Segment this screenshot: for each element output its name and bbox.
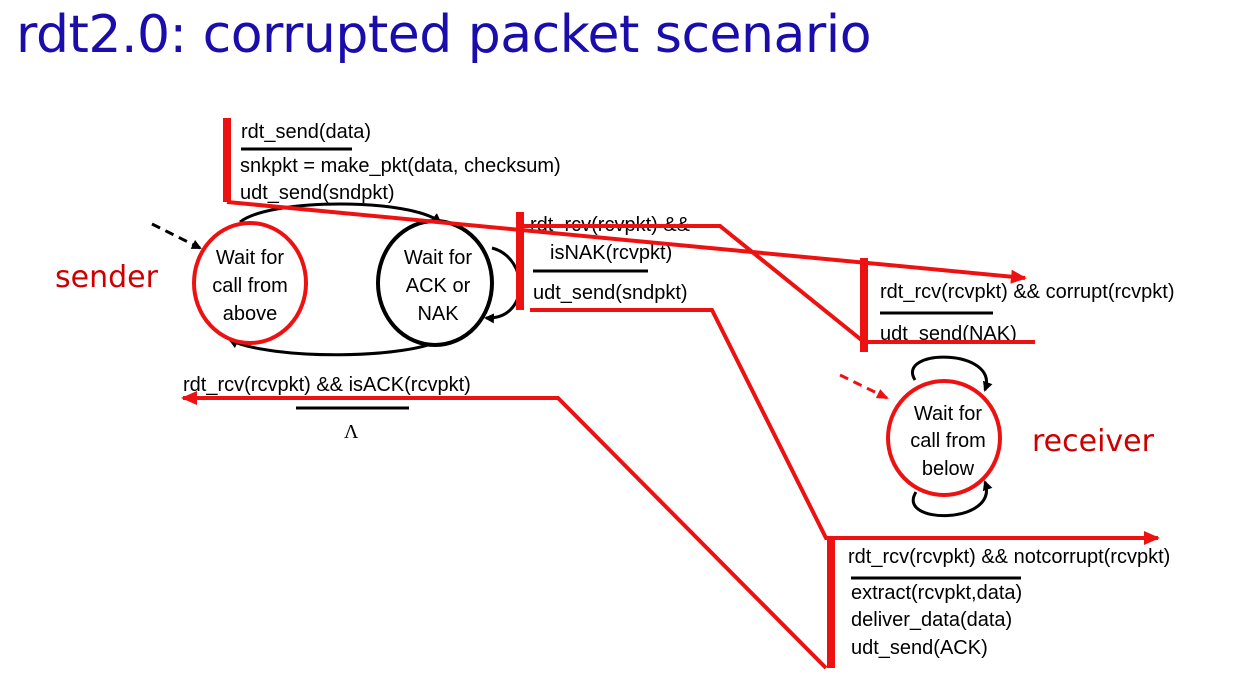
transition-action: udt_send(sndpkt) xyxy=(240,182,395,204)
transition-action: udt_send(ACK) xyxy=(851,637,988,659)
transition-send: rdt_send(data) snkpkt = make_pkt(data, c… xyxy=(240,121,561,204)
highlight-path-ack xyxy=(181,391,828,670)
role-label-sender: sender xyxy=(55,260,159,295)
transition-event: rdt_rcv(rcvpkt) && corrupt(rcvpkt) xyxy=(880,281,1174,303)
slide-title: rdt2.0: corrupted packet scenario xyxy=(16,5,872,65)
state-wait-call-above: Wait for call from above xyxy=(192,221,308,345)
transition-action: extract(rcvpkt,data) xyxy=(851,582,1022,604)
transition-action: udt_send(sndpkt) xyxy=(533,282,688,304)
transition-event: rdt_rcv(rcvpkt) && isACK(rcvpkt) xyxy=(183,374,471,396)
state-line: above xyxy=(223,303,278,325)
state-line: call from xyxy=(212,275,288,297)
role-label-receiver: receiver xyxy=(1032,424,1155,459)
transition-loop-notcorrupt xyxy=(911,480,993,517)
highlight-path-resend xyxy=(530,308,1160,545)
transition-action: deliver_data(data) xyxy=(851,609,1012,631)
state-wait-call-below: Wait for call from below xyxy=(886,379,1002,497)
state-wait-ack-nak: Wait for ACK or NAK xyxy=(376,219,494,347)
initial-arrow-sender xyxy=(151,222,202,250)
highlight-initial-receiver xyxy=(839,373,889,400)
state-line: Wait for xyxy=(216,247,284,269)
highlight-path-nak-return xyxy=(522,224,1035,344)
transition-event: rdt_send(data) xyxy=(241,121,371,143)
transition-notcorrupt: rdt_rcv(rcvpkt) && notcorrupt(rcvpkt) ex… xyxy=(848,546,1170,659)
transition-event: rdt_rcv(rcvpkt) && notcorrupt(rcvpkt) xyxy=(848,546,1170,568)
transition-action: Λ xyxy=(344,421,359,443)
transition-action: udt_send(NAK) xyxy=(880,323,1017,345)
highlight-path-send xyxy=(226,200,1027,284)
transition-loop-corrupt xyxy=(911,355,993,392)
state-line: below xyxy=(922,458,975,480)
transition-arc-send xyxy=(239,202,442,224)
transition-event: isNAK(rcvpkt) xyxy=(550,242,672,264)
highlight-overlay xyxy=(181,118,1160,670)
state-line: call from xyxy=(910,430,986,452)
state-line: Wait for xyxy=(404,247,472,269)
transition-ack: rdt_rcv(rcvpkt) && isACK(rcvpkt) Λ xyxy=(183,374,471,443)
transition-corrupt: rdt_rcv(rcvpkt) && corrupt(rcvpkt) udt_s… xyxy=(880,281,1174,345)
transition-action: snkpkt = make_pkt(data, checksum) xyxy=(240,155,561,177)
state-line: NAK xyxy=(417,303,459,325)
state-line: ACK or xyxy=(406,275,471,297)
state-line: Wait for xyxy=(914,403,982,425)
